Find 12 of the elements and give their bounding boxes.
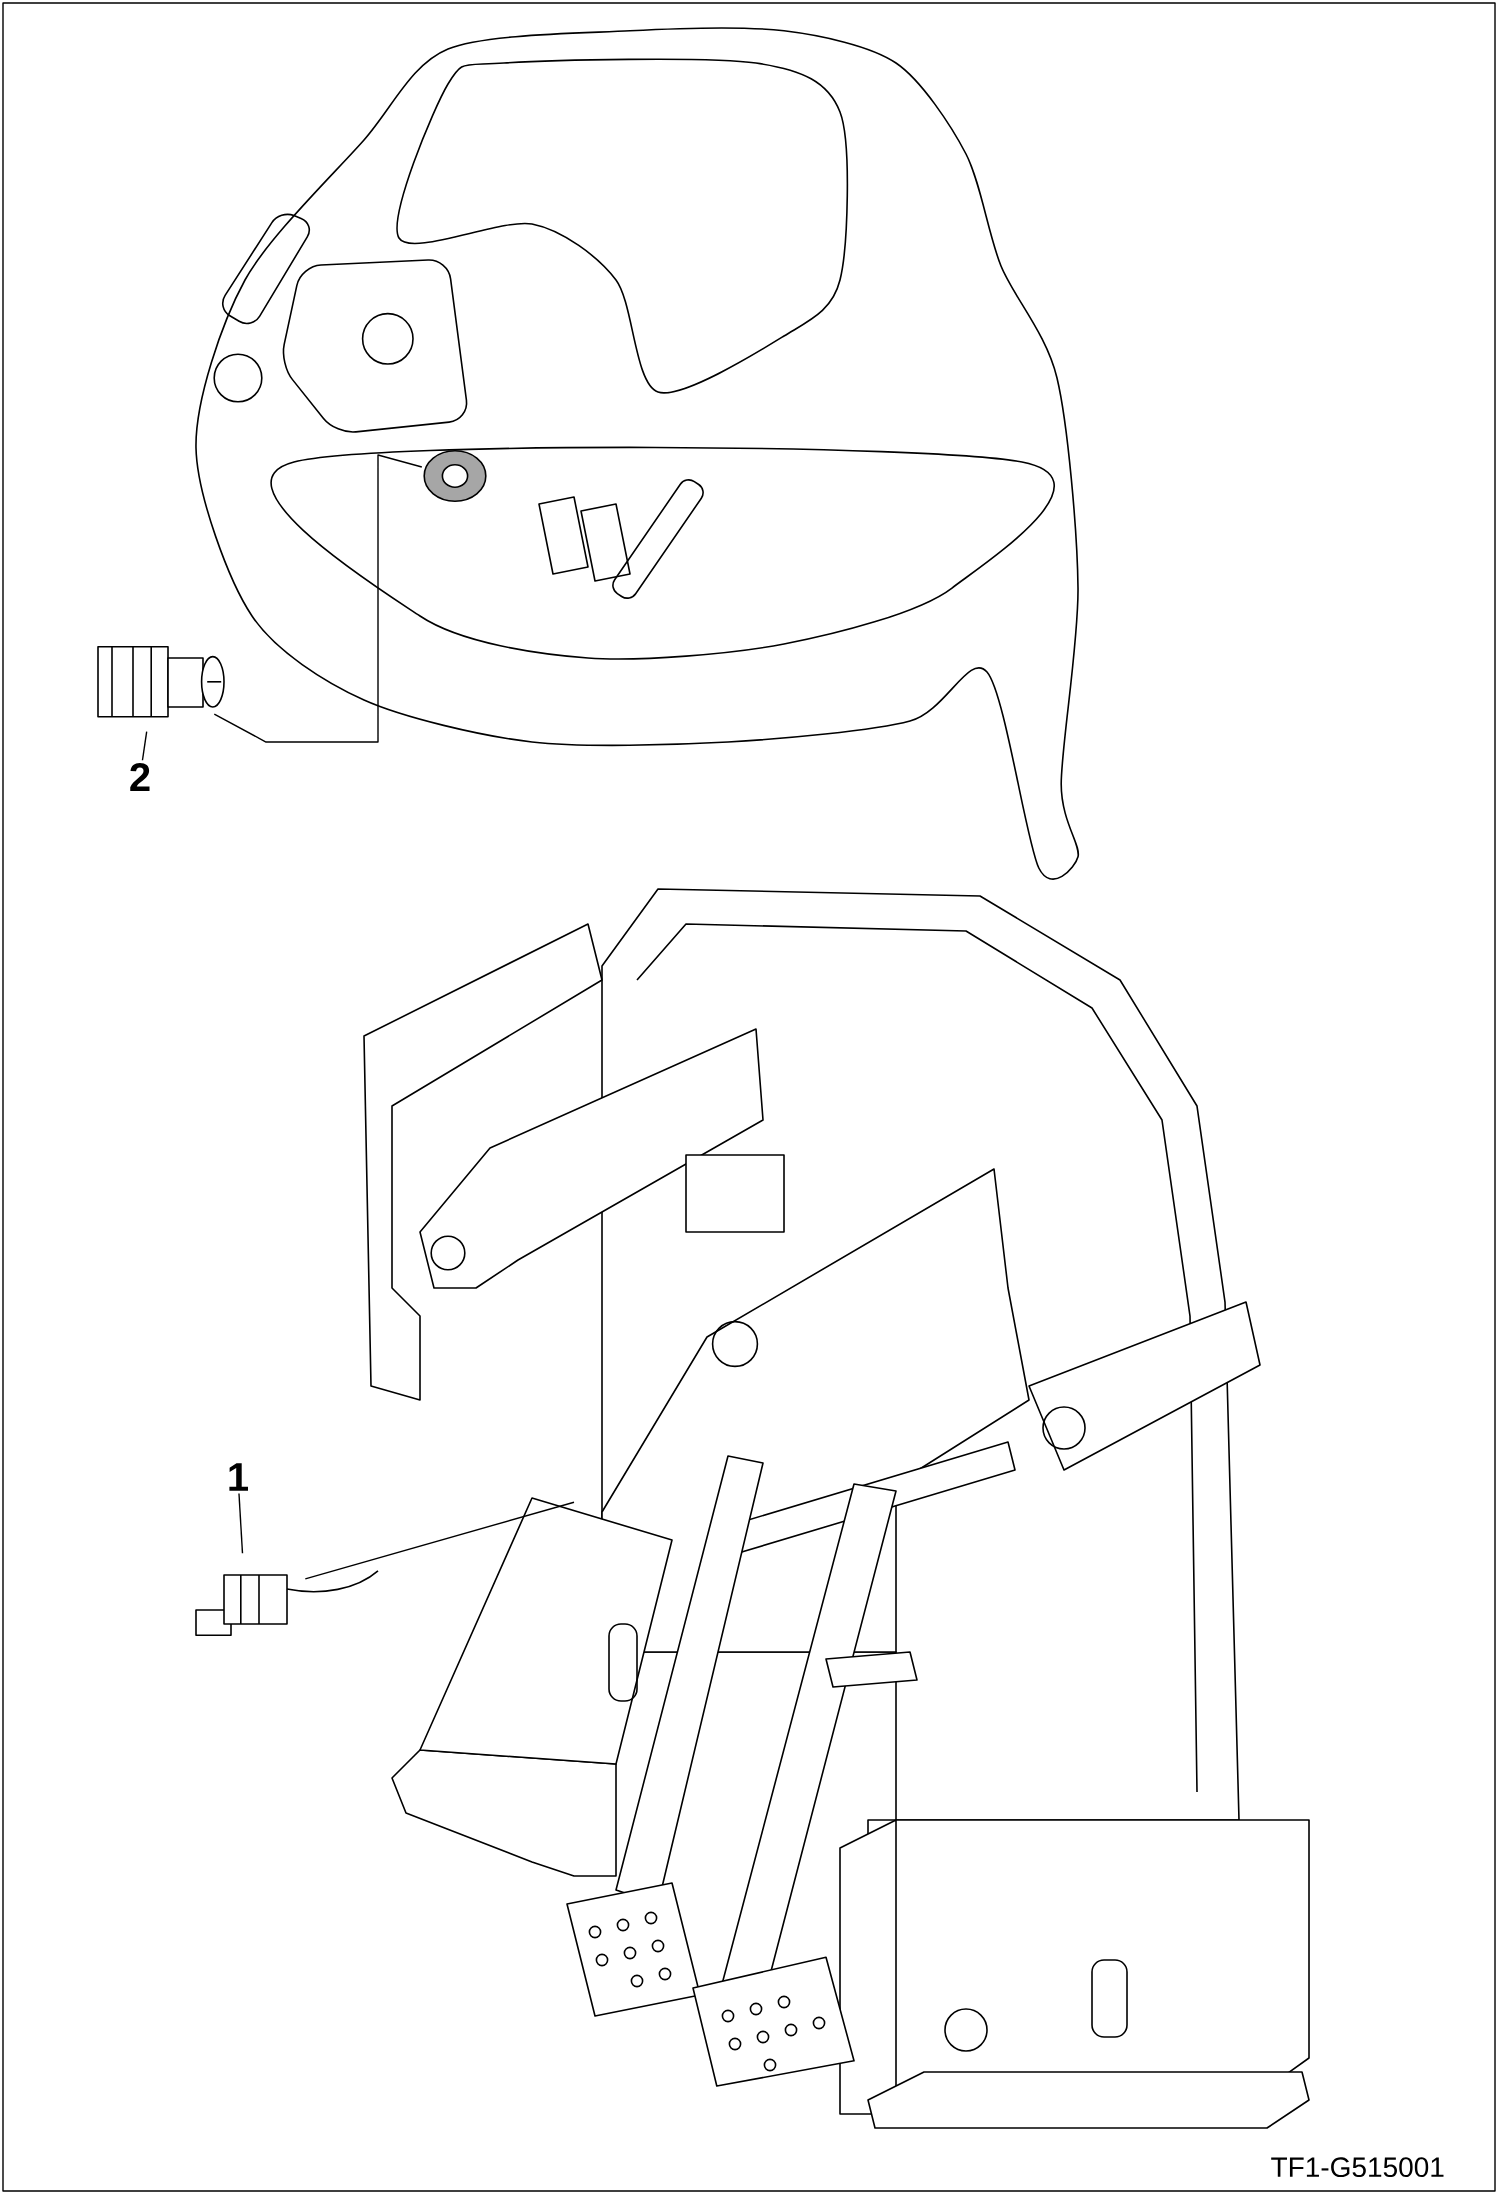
callout-number: 1 bbox=[229, 1463, 248, 1491]
sensor-drawing bbox=[195, 1570, 379, 1636]
pedal-frame-drawing bbox=[363, 888, 1310, 2129]
key-switch-drawing bbox=[97, 646, 225, 718]
leader-line bbox=[304, 1501, 575, 1580]
leader-line bbox=[238, 1492, 244, 1554]
keyhole-drawing bbox=[423, 450, 487, 502]
leader-line bbox=[213, 454, 423, 743]
leader-line bbox=[141, 730, 148, 761]
drawing-number: TF1-G515001 bbox=[1271, 2157, 1444, 2178]
console-drawing bbox=[195, 27, 1080, 880]
callout-number: 2 bbox=[130, 763, 150, 791]
